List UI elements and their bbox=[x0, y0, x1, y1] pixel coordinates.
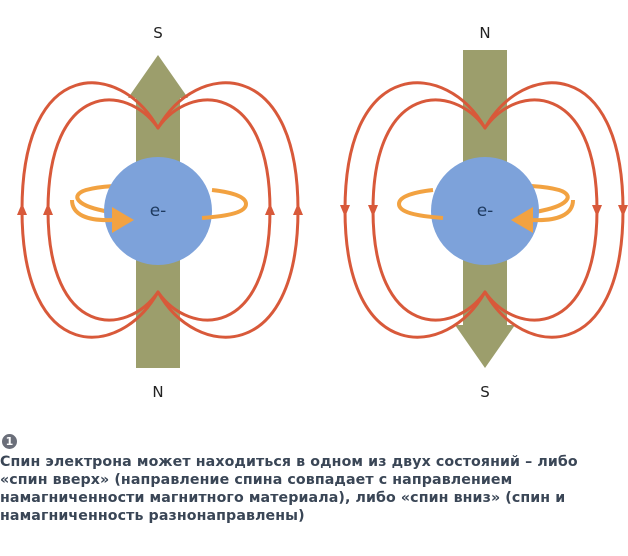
field-lines-left bbox=[20, 81, 300, 339]
spin-down-panel: e- N S bbox=[340, 24, 628, 401]
arrowhead-down-icon bbox=[340, 205, 350, 217]
field-line-inner bbox=[46, 98, 272, 322]
rotation-arrowhead-icon bbox=[511, 207, 533, 233]
rotation-arrowhead-icon bbox=[112, 207, 134, 233]
pole-label-bottom: S bbox=[480, 383, 490, 401]
pole-label-bottom: N bbox=[152, 383, 163, 401]
field-line-inner bbox=[371, 98, 599, 322]
electron-label: e- bbox=[150, 201, 167, 221]
field-lines-right bbox=[343, 81, 625, 339]
pole-label-top: N bbox=[479, 24, 490, 42]
rotation-arrow-front-left bbox=[396, 188, 444, 220]
arrowhead-up-icon bbox=[43, 203, 53, 215]
arrowhead-up-icon bbox=[293, 203, 303, 215]
electron bbox=[104, 157, 212, 265]
spin-diagram: e- S N e- N S bbox=[17, 24, 628, 401]
arrowhead-down-icon bbox=[368, 205, 378, 217]
rotation-arrow-front-right bbox=[201, 188, 249, 220]
arrowhead-up-icon bbox=[17, 203, 27, 215]
pole-label-top: S bbox=[153, 24, 163, 42]
electron-label: e- bbox=[477, 201, 494, 221]
rotation-arrow-front-right bbox=[532, 199, 575, 223]
field-arrowheads-right bbox=[340, 205, 628, 217]
spin-up-panel: e- S N bbox=[17, 24, 303, 401]
arrowhead-down-icon bbox=[592, 205, 602, 217]
figure-number-badge: 1 bbox=[2, 434, 17, 449]
rotation-arrow-front-left bbox=[70, 199, 113, 223]
field-arrowheads-left bbox=[17, 203, 303, 215]
electron bbox=[431, 157, 539, 265]
arrowhead-down-icon bbox=[618, 205, 628, 217]
caption-text: Спин электрона может находиться в одном … bbox=[0, 454, 578, 524]
figure-caption: 1 Спин электрона может находиться в одно… bbox=[0, 430, 626, 525]
arrowhead-up-icon bbox=[265, 203, 275, 215]
